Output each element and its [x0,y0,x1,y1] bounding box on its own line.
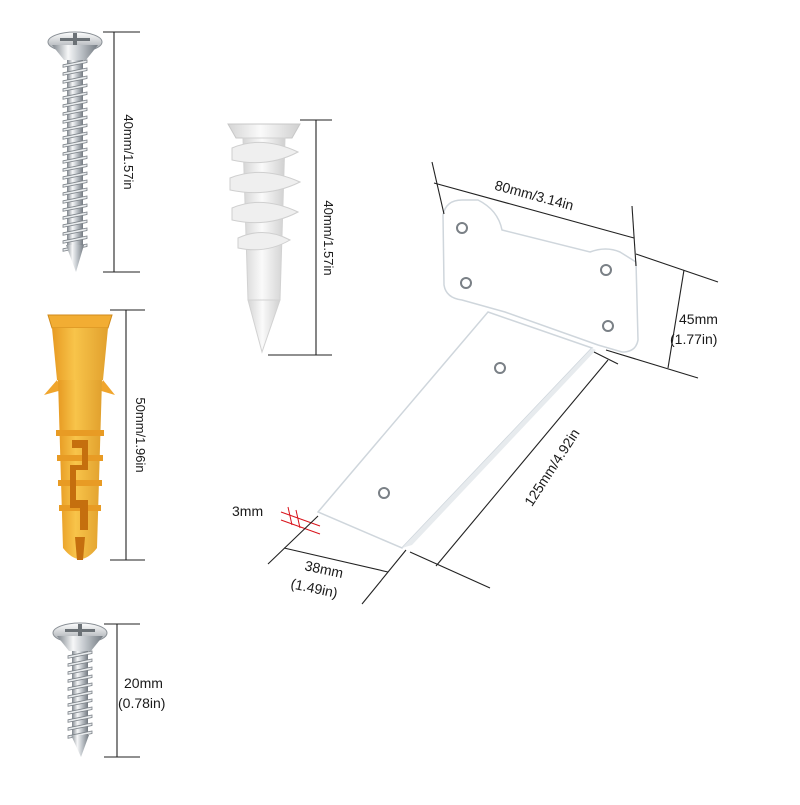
plastic-anchor: 50mm/1.96in [44,309,148,561]
screw-icon [47,31,103,272]
long-screw-length-label: 40mm/1.57in [121,114,136,189]
angle-bracket: 80mm/3.14in 45mm (1.77in) 125mm/4.92in 3… [232,161,719,605]
bracket-width-label: 80mm/3.14in [493,177,575,213]
angle-bracket-icon [316,199,639,549]
short-screw-length-mm: 20mm [124,675,163,691]
bracket-height-in: (1.77in) [670,331,717,347]
bracket-depth-in: (1.49in) [289,575,339,601]
bracket-height-mm: 45mm [679,311,718,327]
bracket-depth-mm: 38mm [303,557,344,581]
wall-anchor-icon [44,314,115,560]
short-screw: 20mm (0.78in) [52,622,165,758]
bracket-thickness-label: 3mm [232,503,263,519]
bracket-length-label: 125mm/4.92in [521,426,583,509]
plastic-anchor-length-label: 50mm/1.96in [133,397,148,472]
self-drilling-anchor-icon [227,123,302,354]
long-screw: 40mm/1.57in [47,31,140,273]
drywall-anchor: 40mm/1.57in [227,119,336,356]
short-screw-length-in: (0.78in) [118,695,165,711]
screw-icon [52,622,108,757]
drywall-anchor-length-label: 40mm/1.57in [321,200,336,275]
